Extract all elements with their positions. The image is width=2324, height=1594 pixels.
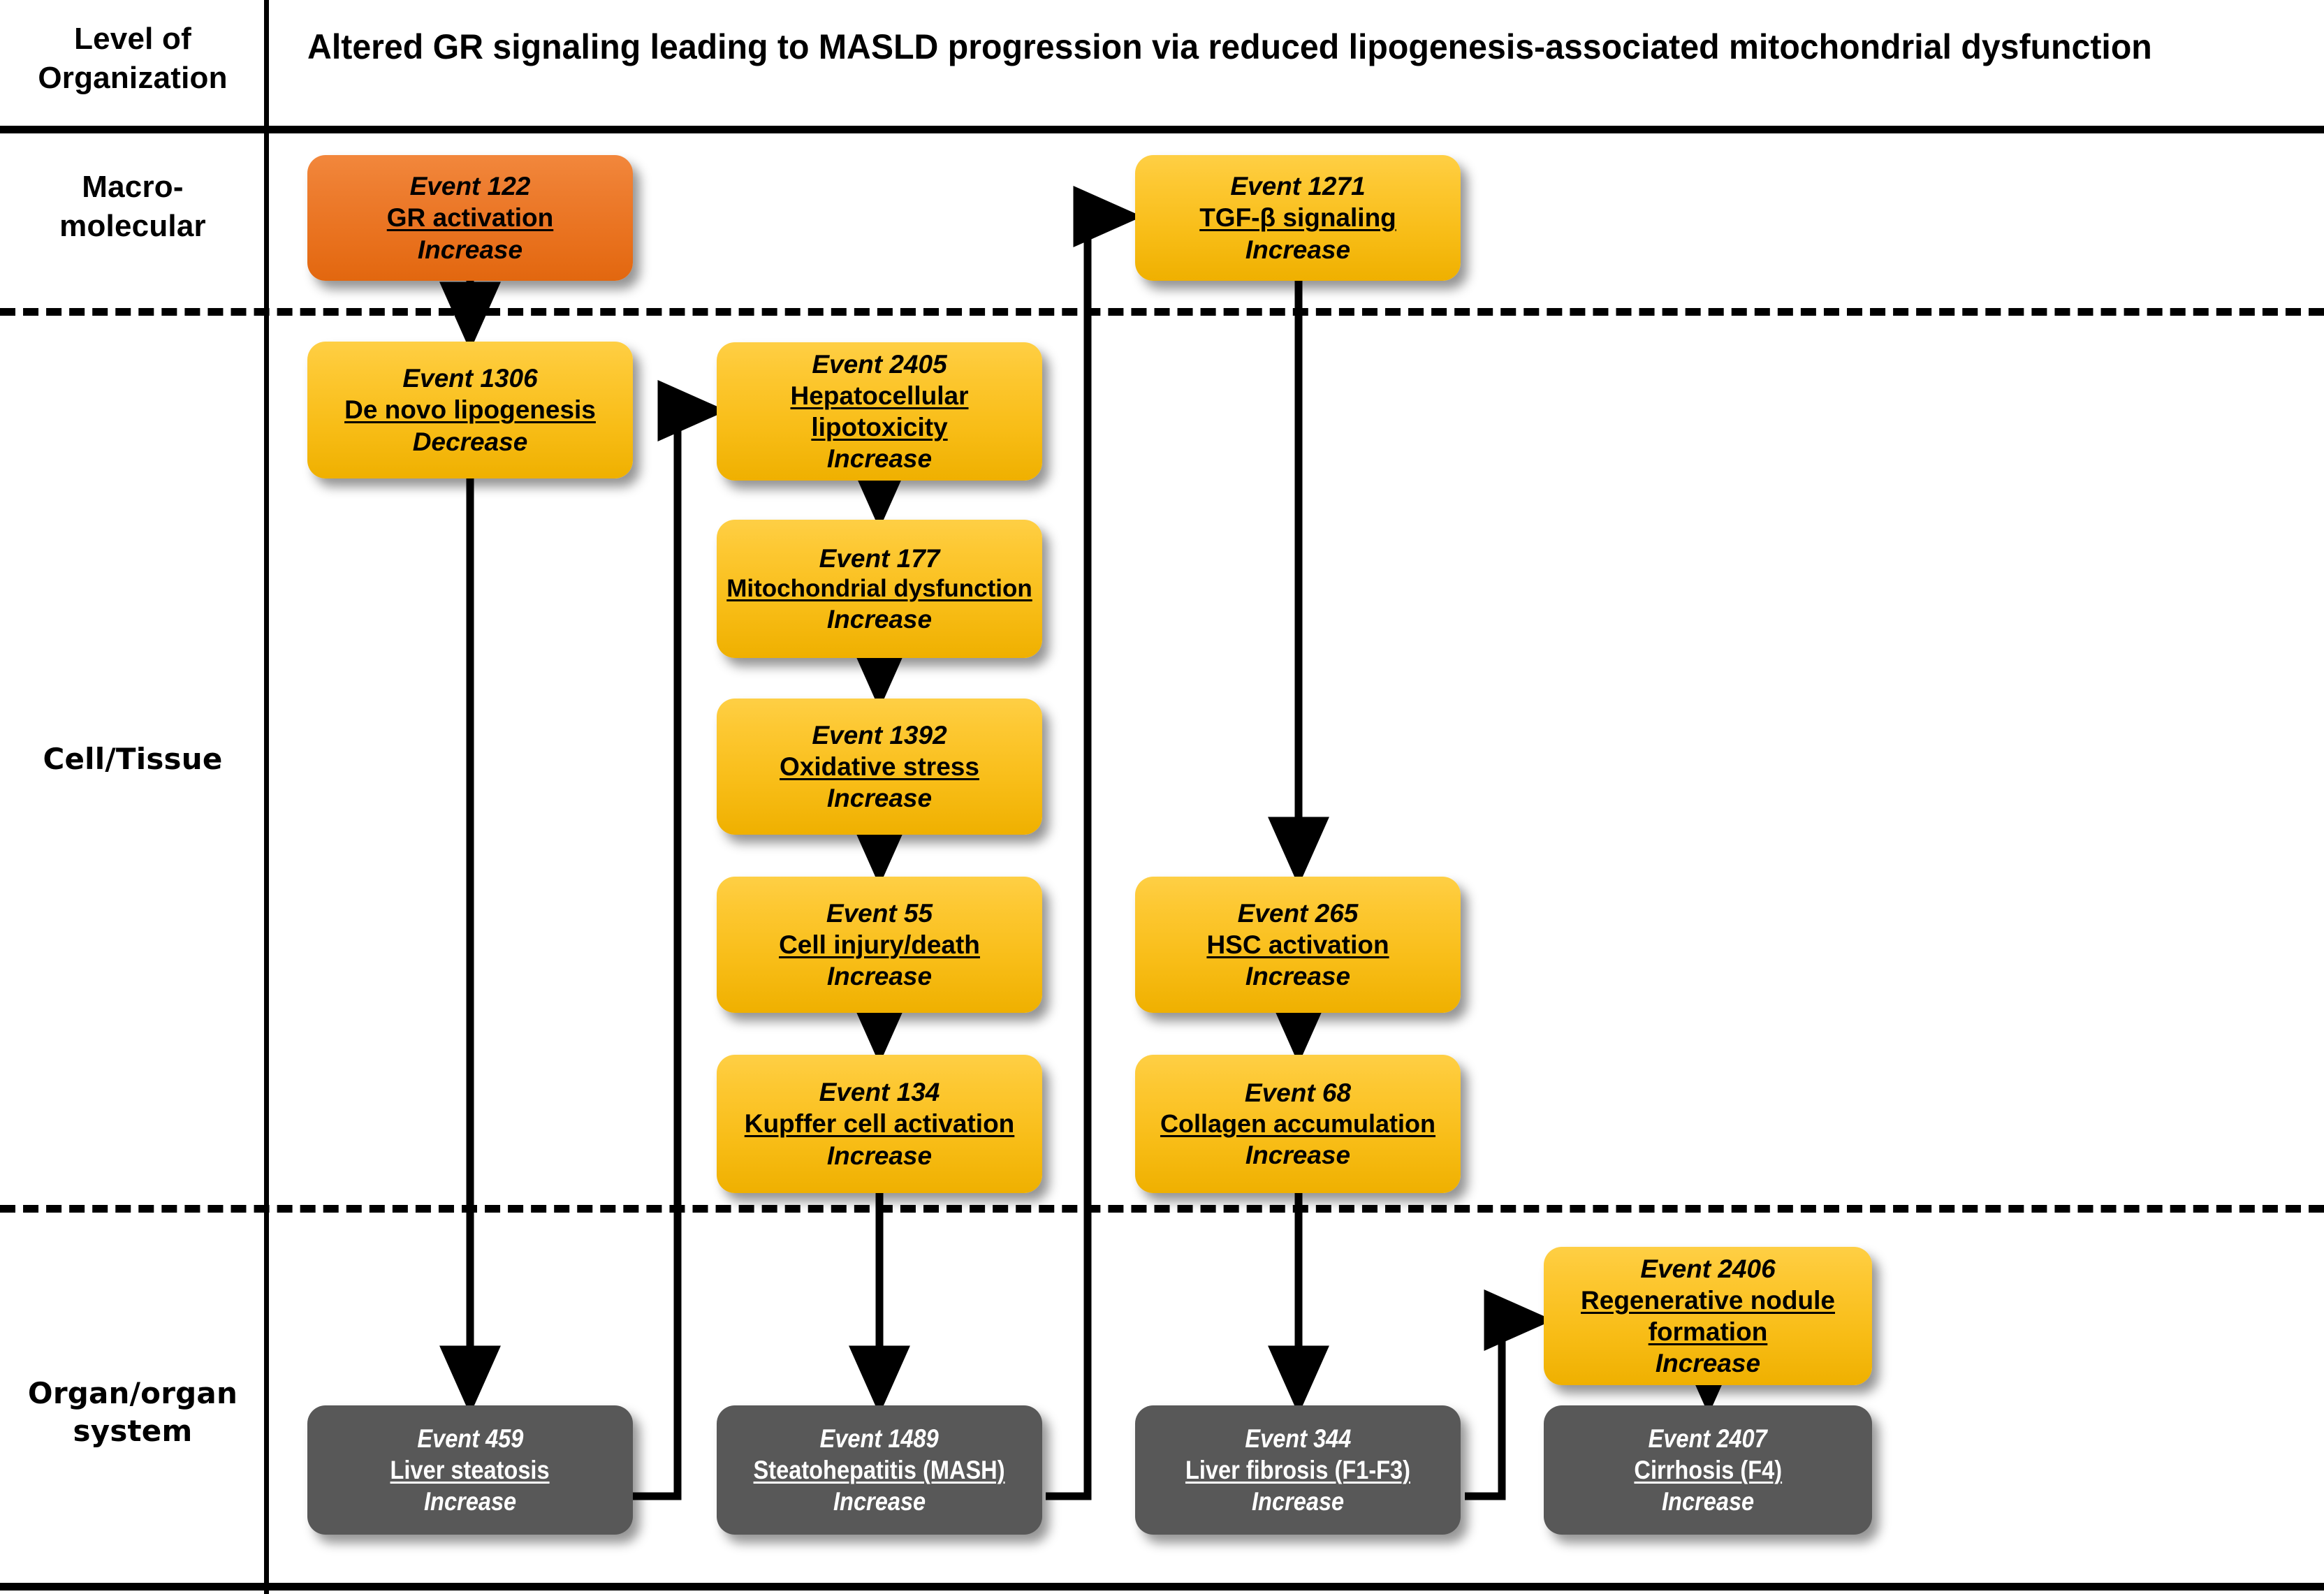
node-event-id: Event 2405	[812, 349, 947, 379]
node-direction: Increase	[826, 1141, 933, 1170]
node-direction: Increase	[833, 1487, 926, 1516]
level-divider-macromolecular-cell	[0, 308, 2324, 316]
node-e2407[interactable]: Event 2407 Cirrhosis (F4) Increase	[1544, 1405, 1872, 1535]
node-event-name: Hepatocellular lipotoxicity	[790, 381, 969, 441]
node-e1271[interactable]: Event 1271 TGF-β signaling Increase	[1135, 155, 1461, 281]
node-direction: Increase	[826, 784, 933, 813]
header-level-of-organization-label: Level of Organization	[38, 22, 228, 96]
node-event-name: Regenerative nodule formation	[1581, 1285, 1835, 1346]
node-e68[interactable]: Event 68 Collagen accumulation Increase	[1135, 1055, 1461, 1193]
node-event-name: Oxidative stress	[780, 752, 979, 781]
node-event-id: Event 2406	[1640, 1254, 1776, 1283]
node-event-id: Event 459	[416, 1424, 524, 1453]
node-event-id: Event 265	[1237, 898, 1359, 928]
node-e2405[interactable]: Event 2405 Hepatocellular lipotoxicity I…	[717, 342, 1042, 481]
node-event-id: Event 68	[1244, 1078, 1352, 1107]
level-label-cell-tissue: Cell/Tissue	[43, 742, 223, 776]
node-event-id: Event 344	[1244, 1424, 1352, 1453]
node-event-id: Event 122	[409, 172, 531, 201]
page-title: Altered GR signaling leading to MASLD pr…	[307, 27, 2152, 66]
node-direction: Increase	[1245, 1140, 1351, 1169]
edge-e1489-e1271	[1046, 186, 1143, 1500]
node-event-name: TGF-β signaling	[1199, 203, 1396, 233]
level-divider-cell-organ	[0, 1205, 2324, 1213]
node-e134[interactable]: Event 134 Kupffer cell activation Increa…	[717, 1055, 1042, 1193]
node-direction: Increase	[1245, 235, 1351, 264]
node-event-id: Event 55	[826, 898, 933, 928]
node-direction: Increase	[1655, 1349, 1761, 1378]
node-direction: Increase	[826, 444, 933, 474]
node-direction: Increase	[1661, 1487, 1755, 1516]
node-direction: Increase	[826, 962, 933, 991]
node-event-id: Event 177	[819, 543, 940, 573]
node-event-id: Event 134	[819, 1078, 940, 1107]
level-label-organ-system: Organ/organ system	[27, 1376, 238, 1448]
node-event-id: Event 1489	[819, 1424, 940, 1453]
node-event-id: Event 1271	[1230, 172, 1366, 201]
node-e2406[interactable]: Event 2406 Regenerative nodule formation…	[1544, 1247, 1872, 1385]
node-event-name: GR activation	[386, 203, 554, 233]
node-e55[interactable]: Event 55 Cell injury/death Increase	[717, 877, 1042, 1013]
node-e177[interactable]: Event 177 Mitochondrial dysfunction Incr…	[717, 520, 1042, 658]
node-direction: Decrease	[412, 427, 528, 456]
edge-e344-e2406	[1465, 1289, 1554, 1500]
node-event-name: De novo lipogenesis	[344, 395, 596, 425]
node-direction: Increase	[417, 235, 523, 264]
node-event-name: Mitochondrial dysfunction	[726, 574, 1032, 602]
node-direction: Increase	[1251, 1487, 1345, 1516]
node-event-id: Event 1392	[812, 720, 947, 750]
node-event-name: Collagen accumulation	[1160, 1109, 1436, 1139]
bottom-border-line	[0, 1583, 2324, 1591]
header-column-divider	[264, 0, 269, 1594]
node-event-name: Steatohepatitis (MASH)	[753, 1455, 1005, 1484]
node-direction: Increase	[1245, 962, 1351, 991]
node-e122[interactable]: Event 122 GR activation Increase	[307, 155, 633, 281]
node-event-id: Event 2407	[1648, 1424, 1768, 1453]
node-e459[interactable]: Event 459 Liver steatosis Increase	[307, 1405, 633, 1535]
level-label-macromolecular: Macro- molecular	[59, 170, 206, 244]
node-e344[interactable]: Event 344 Liver fibrosis (F1-F3) Increas…	[1135, 1405, 1461, 1535]
node-event-name: Cirrhosis (F4)	[1634, 1455, 1782, 1484]
node-event-name: Liver fibrosis (F1-F3)	[1185, 1455, 1411, 1484]
edge-e459-e2405	[629, 380, 727, 1500]
node-event-name: Kupffer cell activation	[744, 1109, 1015, 1139]
node-e1489[interactable]: Event 1489 Steatohepatitis (MASH) Increa…	[717, 1405, 1042, 1535]
node-e1306[interactable]: Event 1306 De novo lipogenesis Decrease	[307, 342, 633, 478]
node-event-id: Event 1306	[402, 364, 538, 393]
node-e265[interactable]: Event 265 HSC activation Increase	[1135, 877, 1461, 1013]
node-direction: Increase	[423, 1487, 517, 1516]
node-direction: Increase	[826, 605, 933, 634]
node-event-name: Liver steatosis	[390, 1455, 550, 1484]
node-e1392[interactable]: Event 1392 Oxidative stress Increase	[717, 699, 1042, 835]
header-separator-line	[0, 126, 2324, 133]
node-event-name: Cell injury/death	[779, 930, 980, 959]
node-event-name: HSC activation	[1206, 930, 1389, 959]
